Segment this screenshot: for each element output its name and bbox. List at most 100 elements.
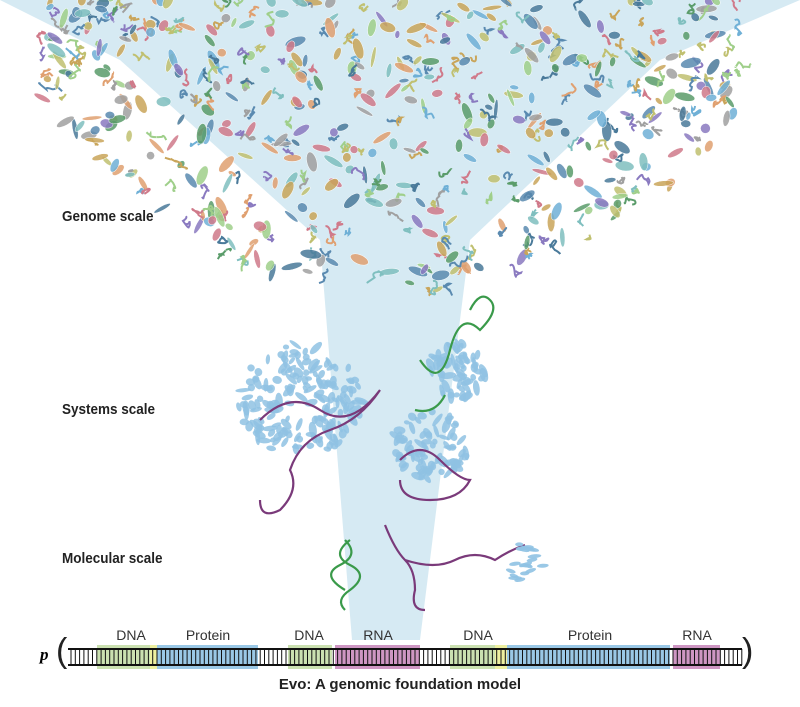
protein-loop: [460, 170, 472, 185]
rna-strand: [414, 295, 495, 413]
protein-helix: [683, 132, 695, 143]
protein-helix: [527, 215, 540, 226]
protein-loop: [623, 194, 637, 206]
protein-structure: [509, 561, 521, 566]
protein-helix: [297, 202, 308, 213]
protein-helix: [608, 31, 621, 40]
protein-loop: [561, 82, 577, 97]
protein-helix: [685, 112, 692, 121]
protein-helix: [415, 197, 426, 208]
systems-scale-complexes: [235, 295, 495, 515]
protein-helix: [260, 89, 273, 106]
protein-loop: [412, 67, 423, 78]
protein-complex: [458, 351, 468, 360]
protein-loop: [638, 16, 645, 27]
protein-complex: [293, 367, 304, 378]
protein-helix: [463, 117, 473, 130]
molecular-scale-label: Molecular scale: [62, 550, 163, 567]
protein-loop: [656, 70, 666, 88]
protein-complex: [252, 430, 266, 439]
protein-complex: [415, 464, 422, 472]
protein-helix: [613, 140, 631, 155]
protein-helix: [406, 38, 423, 49]
protein-complex: [252, 376, 262, 390]
protein-helix: [343, 193, 361, 209]
protein-loop: [632, 78, 641, 92]
protein-loop: [387, 210, 404, 223]
protein-loop: [306, 79, 313, 91]
protein-loop: [202, 204, 215, 215]
protein-helix: [91, 153, 109, 161]
protein-complex: [239, 401, 248, 409]
protein-helix: [300, 186, 311, 196]
protein-loop: [248, 5, 260, 18]
protein-helix: [528, 113, 543, 122]
protein-helix: [566, 164, 574, 179]
protein-helix: [420, 263, 429, 275]
protein-complex: [445, 412, 453, 425]
protein-loop: [594, 139, 610, 151]
protein-loop: [497, 227, 508, 237]
protein-helix: [700, 123, 711, 134]
protein-helix: [497, 218, 507, 233]
protein-loop: [39, 46, 46, 62]
protein-complex: [435, 457, 446, 468]
protein-complex: [302, 385, 309, 393]
protein-helix: [173, 63, 184, 76]
protein-loop: [540, 71, 558, 82]
protein-helix: [90, 125, 101, 136]
protein-complex: [416, 470, 427, 475]
protein-complex: [462, 390, 472, 403]
protein-loop: [342, 33, 354, 45]
protein-complex: [296, 435, 304, 443]
protein-complex: [334, 439, 343, 448]
protein-loop: [129, 80, 137, 89]
protein-loop: [202, 68, 213, 84]
protein-complex: [439, 384, 446, 399]
protein-helix: [541, 203, 552, 212]
protein-structure: [520, 571, 530, 576]
protein-complex: [433, 424, 440, 438]
protein-helix: [394, 62, 414, 74]
protein-loop: [523, 110, 533, 122]
protein-helix: [221, 119, 232, 128]
protein-loop: [240, 254, 248, 272]
protein-helix: [333, 47, 342, 61]
protein-loop: [299, 169, 307, 183]
protein-loop: [200, 183, 210, 200]
protein-loop: [511, 195, 520, 203]
protein-loop: [696, 41, 706, 52]
protein-helix: [655, 97, 663, 105]
protein-helix: [484, 104, 493, 111]
protein-complex: [438, 434, 450, 440]
protein-helix: [506, 88, 515, 107]
protein-loop: [339, 141, 349, 153]
protein-helix: [653, 64, 667, 73]
protein-helix: [609, 56, 616, 67]
protein-loop: [233, 170, 241, 185]
protein-loop: [688, 75, 702, 92]
protein-loop: [221, 0, 232, 8]
protein-loop: [341, 142, 351, 154]
protein-helix: [260, 141, 279, 155]
protein-loop: [423, 63, 434, 75]
protein-loop: [77, 44, 87, 60]
protein-complex: [270, 437, 276, 443]
protein-helix: [291, 0, 309, 8]
protein-helix: [281, 181, 295, 200]
protein-helix: [573, 202, 591, 213]
protein-loop: [181, 215, 191, 229]
protein-complex: [350, 399, 367, 405]
protein-helix: [512, 115, 526, 125]
protein-helix: [222, 173, 233, 194]
protein-helix: [284, 210, 299, 223]
protein-helix: [404, 279, 415, 286]
protein-helix: [354, 61, 366, 71]
protein-helix: [642, 128, 655, 140]
protein-loop: [423, 33, 435, 44]
protein-loop: [141, 187, 151, 195]
protein-loop: [350, 55, 361, 64]
protein-loop: [150, 15, 160, 28]
protein-loop: [451, 56, 460, 70]
